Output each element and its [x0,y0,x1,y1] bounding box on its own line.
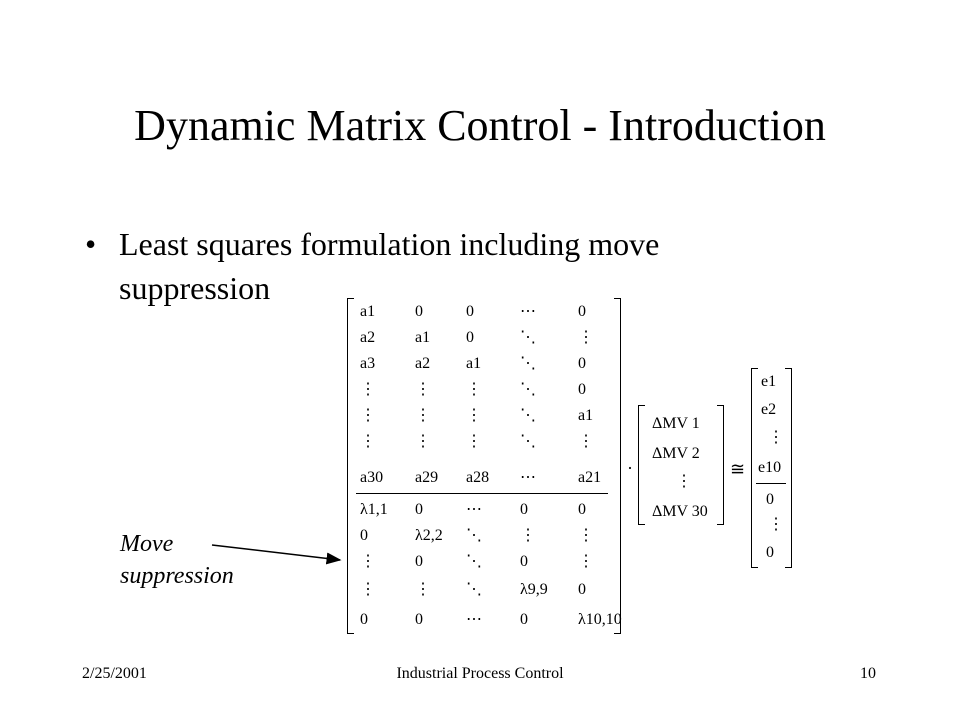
dot-operator: · [627,458,633,478]
matrix-a-cell: 0 [520,553,528,570]
e-dots: ⋮ [768,429,784,446]
matrix-a-cell: 0 [466,329,474,346]
dmv-2: ΔMV 2 [652,445,700,462]
bullet-text: Least squares formulation including move… [119,226,660,306]
matrix-a-cell: ⋱ [520,407,536,424]
matrix-a-cell: a28 [466,469,490,486]
matrix-a-cell: a2 [360,329,376,346]
matrix-a-cell: ⋱ [520,329,536,346]
matrix-a-cell: 0 [415,611,423,628]
dmv-1: ΔMV 1 [652,415,700,432]
vector-e-left-bracket [751,368,758,568]
matrix-a-cell: ⋮ [360,407,376,424]
matrix-a-cell: ⋮ [360,553,376,570]
dmv-30: ΔMV 30 [652,503,708,520]
matrix-a-cell: a1 [415,329,431,346]
matrix-a-cell: a1 [578,407,594,424]
matrix-a-cell: 0 [520,501,528,518]
matrix-a-cell: ⋮ [466,381,482,398]
slide-title: Dynamic Matrix Control - Introduction [134,101,826,150]
matrix-a-cell: 0 [578,381,586,398]
e-zero-2: 0 [766,544,774,561]
e-1: e1 [761,373,777,390]
matrix-a-cell: ⋮ [578,527,594,544]
matrix-a-cell: λ10,10 [578,611,622,628]
matrix-a-cell: ⋯ [520,303,536,320]
matrix-a-cell: ⋮ [415,381,431,398]
matrix-a-cell: 0 [466,303,474,320]
matrix-a-cell: ⋱ [466,527,482,544]
matrix-a-cell: a21 [578,469,602,486]
vector-dmv-right-bracket [717,405,724,525]
matrix-a-cell: 0 [520,611,528,628]
matrix-a-cell: ⋮ [466,433,482,450]
approx-operator: ≅ [730,459,746,479]
matrix-a-cell: ⋮ [360,581,376,598]
e-10: e10 [758,459,782,476]
matrix-a-cell: λ1,1 [360,501,388,518]
matrix-a-cell: 0 [578,355,586,372]
matrix-a-cell: ⋱ [520,381,536,398]
e-2: e2 [761,401,777,418]
matrix-a-cell: a29 [415,469,439,486]
matrix-a-cell: 0 [360,611,368,628]
matrix-a-cell: ⋯ [466,501,482,518]
vector-e-divider [756,483,786,484]
matrix-a-cell: ⋱ [466,581,482,598]
matrix-a-cell: a2 [415,355,431,372]
e-dots-2: ⋮ [768,516,784,533]
vector-dmv-left-bracket [638,405,645,525]
footer-course: Industrial Process Control [396,665,564,682]
e-zero-1: 0 [766,491,774,508]
matrix-a-cell: ⋯ [520,469,536,486]
vector-e-right-bracket [785,368,792,568]
matrix-a-cell: ⋮ [415,407,431,424]
move-suppression-label: Move suppression [120,531,234,589]
matrix-a-cell: ⋮ [360,433,376,450]
bullet-dot-icon: • [85,226,97,262]
matrix-a-cell: ⋮ [520,527,536,544]
matrix-a-cell: ⋱ [520,355,536,372]
footer-date: 2/25/2001 [82,665,147,682]
matrix-a-cell: ⋮ [415,581,431,598]
matrix-a-cell: 0 [578,581,586,598]
matrix-a-cell: 0 [578,303,586,320]
matrix-a-cell: a3 [360,355,376,372]
matrix-a-cell: ⋮ [466,407,482,424]
matrix-a-cell: 0 [578,501,586,518]
matrix-a-cell: λ9,9 [520,581,548,598]
matrix-a-cell: ⋱ [520,433,536,450]
matrix-a-cell: ⋱ [466,553,482,570]
matrix-a-right-bracket [614,298,621,634]
dmv-dots: ⋮ [676,473,692,490]
matrix-a-divider [356,493,608,494]
matrix-a-cell: ⋮ [578,329,594,346]
matrix-a-cell: 0 [415,553,423,570]
matrix-a-cell: ⋮ [578,553,594,570]
matrix-a-cell: a1 [466,355,482,372]
matrix-a-cell: ⋮ [360,381,376,398]
matrix-a-cell: 0 [415,303,423,320]
matrix-a-cell: a30 [360,469,384,486]
matrix-a-cell: λ2,2 [415,527,443,544]
footer-page: 10 [860,665,876,682]
matrix-a-cell: ⋮ [578,433,594,450]
matrix-a-cell: 0 [415,501,423,518]
matrix-a-cell: ⋮ [415,433,431,450]
matrix-a-cell: ⋯ [466,611,482,628]
matrix-a-left-bracket [347,298,354,634]
matrix-a-cell: a1 [360,303,376,320]
matrix-a-cell: 0 [360,527,368,544]
